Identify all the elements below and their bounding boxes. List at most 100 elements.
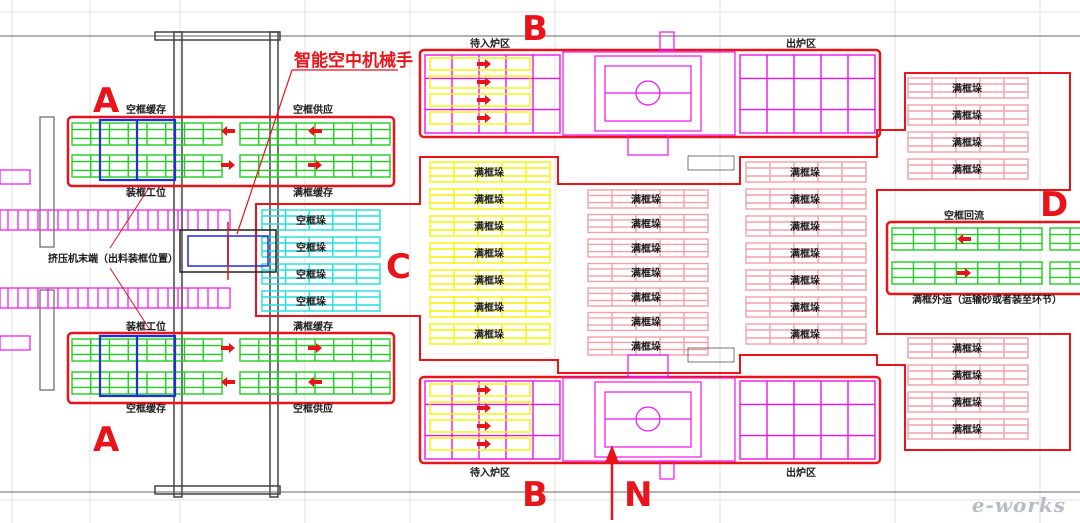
waiting-tray xyxy=(429,93,531,107)
rack-full-frame-pink-a xyxy=(587,311,709,332)
label-load-station-top: 装框工位 xyxy=(125,186,166,199)
stairs xyxy=(687,155,735,363)
rack-a-bot-row4 xyxy=(239,371,391,395)
zone-a-top-outline xyxy=(66,115,396,188)
rack-full-frame-pink-bottom-right xyxy=(907,337,1029,359)
stack-label: 满框垛 xyxy=(631,316,661,329)
rack-full-frame-pink-bottom-right xyxy=(907,391,1029,413)
label-empty-supply-top: 空框供应 xyxy=(293,103,333,116)
rack-d-row1 xyxy=(891,227,1043,251)
rack-a-top-row2 xyxy=(71,154,223,178)
north-arrow-icon xyxy=(605,445,619,520)
stack-label: 满框垛 xyxy=(790,220,820,233)
stack-label: 满框垛 xyxy=(952,423,982,436)
rack-full-frame-pink-a xyxy=(587,287,709,307)
label-exit-zone-top: 出炉区 xyxy=(786,37,816,50)
extruder-column xyxy=(39,116,55,248)
stack-labels: 空框垛空框垛空框垛空框垛满框垛满框垛满框垛满框垛满框垛满框垛满框垛满框垛满框垛满… xyxy=(296,82,982,436)
robot-gripper xyxy=(179,222,277,280)
rack-a-top-row3 xyxy=(239,122,391,146)
zone-d-outline xyxy=(885,220,1080,296)
waiting-tray xyxy=(429,401,531,415)
rack-full-frame-pink-top-right xyxy=(907,77,1029,99)
arrow-left-icon xyxy=(308,377,322,387)
rack-empty-frame xyxy=(261,263,381,285)
rack-full-frame-pink-b xyxy=(745,188,867,210)
waiting-tray xyxy=(429,437,531,451)
label-empty-cache-bottom: 空框缓存 xyxy=(126,402,166,415)
extruder-lines xyxy=(0,116,231,391)
extruder-feeder xyxy=(0,169,31,185)
stack-label: 满框垛 xyxy=(790,274,820,287)
stack-label: 满框垛 xyxy=(790,328,820,341)
zone-label-c: C xyxy=(386,247,411,287)
rack-full-frame-pink-b xyxy=(745,269,867,291)
rack-a-bot-row2 xyxy=(71,371,223,395)
stack-label: 满框垛 xyxy=(790,247,820,260)
stack-label: 空框垛 xyxy=(296,214,326,227)
stack-label: 满框垛 xyxy=(952,136,982,149)
title-callout-line xyxy=(236,69,293,235)
furnace-top xyxy=(562,31,736,156)
rack-a-top-row4 xyxy=(239,154,391,178)
stack-label: 空框垛 xyxy=(296,295,326,308)
furnace-bottom xyxy=(562,354,736,480)
rack-empty-frame xyxy=(261,209,381,231)
rack-empty-frame xyxy=(261,236,381,258)
rack-d-row2 xyxy=(891,261,1043,285)
rack-full-frame-pink-bottom-right xyxy=(907,418,1029,440)
arrow-left-icon xyxy=(957,234,971,244)
extruder-callout-lines xyxy=(109,185,151,331)
arrow-right-icon xyxy=(477,385,491,395)
rack-empty-frame xyxy=(261,290,381,312)
rack-full-frame-yellow xyxy=(429,296,551,318)
arrow-right-icon xyxy=(477,59,491,69)
rack-full-frame-yellow xyxy=(429,242,551,264)
waiting-tray xyxy=(429,419,531,433)
waiting-tray xyxy=(429,75,531,89)
rack-full-frame-pink-b xyxy=(745,161,867,183)
arrow-left-icon xyxy=(221,377,235,387)
label-waiting-zone-bottom: 待入炉区 xyxy=(470,466,510,479)
rack-d-row1-ext xyxy=(1049,227,1080,251)
zone-c-outline xyxy=(255,72,1071,451)
extruder-feeder xyxy=(0,335,31,351)
rack-full-frame-pink-top-right xyxy=(907,158,1029,180)
rack-full-frame-pink-top-right xyxy=(907,104,1029,126)
rack-a-top-row1 xyxy=(71,122,223,146)
rack-a-bot-row1 xyxy=(71,338,223,362)
rack-full-frame-yellow xyxy=(429,269,551,291)
rack-full-frame-pink-b xyxy=(745,215,867,237)
label-full-out: 满框外运（运输砂或者装至环节） xyxy=(912,293,1062,306)
waiting-tray xyxy=(429,111,531,125)
zone-label-b-top: B xyxy=(522,9,548,49)
rack-full-frame-yellow xyxy=(429,215,551,237)
stack-label: 满框垛 xyxy=(474,193,504,206)
label-empty-return: 空框回流 xyxy=(944,209,984,222)
stack-label: 满框垛 xyxy=(790,301,820,314)
arrow-right-icon xyxy=(308,343,322,353)
stack-label: 满框垛 xyxy=(631,340,661,353)
waiting-tray xyxy=(429,57,531,71)
zone-label-a-bottom: A xyxy=(93,420,120,460)
arrow-right-icon xyxy=(221,160,235,170)
extruder-column xyxy=(39,289,55,391)
rack-layer xyxy=(71,54,1080,460)
watermark-logo: e-works xyxy=(971,493,1066,517)
rack-exit-top xyxy=(739,54,876,134)
stack-label: 满框垛 xyxy=(952,369,982,382)
rack-d-row2-ext xyxy=(1049,261,1080,285)
stack-label: 满框垛 xyxy=(790,193,820,206)
arrow-right-icon xyxy=(477,95,491,105)
rack-full-frame-pink-b xyxy=(745,323,867,345)
stack-label: 空框垛 xyxy=(296,268,326,281)
arrow-right-icon xyxy=(477,421,491,431)
rack-full-frame-pink-bottom-right xyxy=(907,364,1029,386)
stack-label: 空框垛 xyxy=(296,241,326,254)
rack-full-frame-pink-a xyxy=(587,238,709,258)
arrow-left-icon xyxy=(221,126,235,136)
arrow-right-icon xyxy=(477,439,491,449)
stack-label: 满框垛 xyxy=(631,218,661,231)
rack-full-frame-pink-b xyxy=(745,242,867,264)
